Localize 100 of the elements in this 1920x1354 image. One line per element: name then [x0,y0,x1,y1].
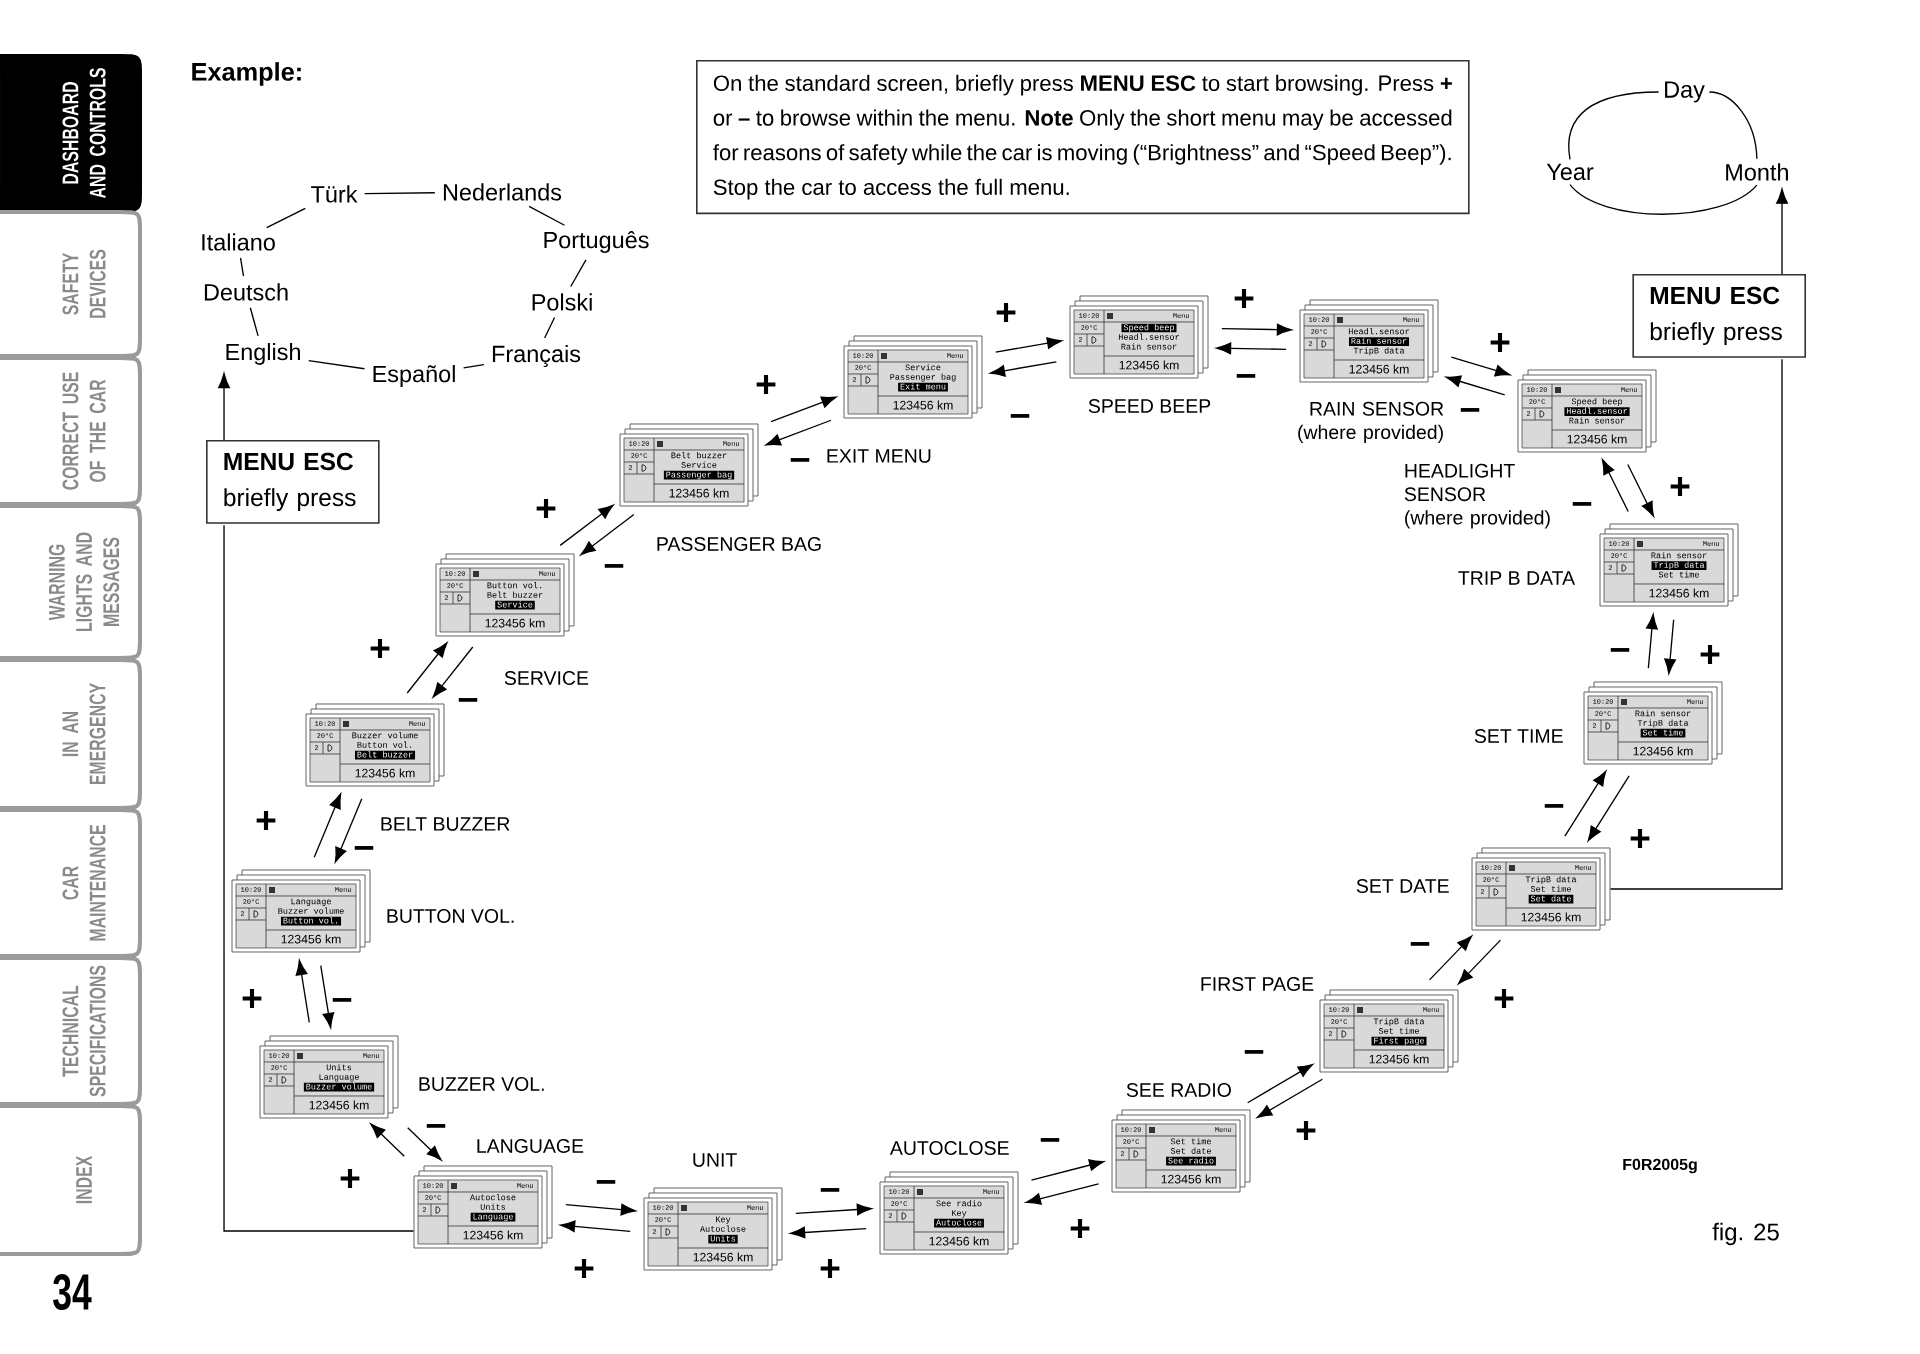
edge-label: + [370,639,390,658]
arrow [334,798,363,863]
arrow [1664,619,1676,675]
edge-label: – [354,846,374,850]
connector-line [544,316,556,339]
arrow [370,1123,405,1157]
edge-label: – [1572,502,1592,506]
date-field: Month [1726,163,1788,181]
arrow [320,965,335,1029]
screen-label: SET DATE [1356,879,1449,893]
section-tab: INDEX [0,1104,142,1256]
screen-label: FIRST PAGE [1201,977,1314,991]
language-option: Deutsch [204,283,288,301]
arrow [989,361,1057,377]
section-tab: CAR MAINTENANCE [0,808,142,958]
edge-label: + [820,1259,840,1278]
edge-label: – [426,1124,446,1128]
connector-line [1568,91,1660,160]
screen-label: SPEED BEEP [1088,399,1211,413]
screen-label: BUZZER VOL. [419,1077,544,1091]
date-field: Day [1665,81,1705,103]
language-option: Italiano [202,233,275,251]
edge-label: – [1244,1050,1264,1054]
language-option: English [226,343,300,365]
edge-label: + [1070,1219,1090,1238]
screen-label: TRIP B DATA [1458,571,1575,585]
edge-label: – [332,998,352,1002]
edge-label: – [1544,804,1564,808]
screen-label: PASSENGER BAG [657,537,821,551]
screen-label: EXIT MENU [827,449,931,463]
edge-label: – [596,1180,616,1184]
edge-label: – [1010,414,1030,418]
screen-label: SEE RADIO [1126,1083,1231,1097]
arrow [1216,342,1287,355]
edge-label: + [1494,989,1514,1008]
figure-caption: fig. 25 [1712,1222,1779,1246]
arrow [218,372,230,441]
screen-label: RAIN SENSOR (where provided) [1298,401,1444,443]
arrow [1221,323,1293,336]
edge-label: – [790,458,810,462]
arrow [580,513,635,556]
screen-label: AUTOCLOSE [889,1141,1009,1155]
section-tab: WARNING LIGHTS AND MESSAGES [0,504,142,660]
language-option: Português [544,231,649,253]
edge-label: + [1670,477,1690,496]
arrow [559,504,614,547]
arrow [432,646,474,698]
arrow [1646,613,1658,669]
screen-label: LANGUAGE [477,1139,584,1153]
arrow [1601,459,1629,513]
arrow [770,396,837,423]
edge-label: + [574,1259,594,1278]
screen-label: BELT BUZZER [381,817,510,831]
edge-label: – [458,698,478,702]
screen-label: BUTTON VOL. [387,909,514,923]
connector-line [308,359,366,370]
arrow [1428,935,1473,981]
arrow [406,642,448,694]
connector-line [364,192,436,195]
arrow [1246,1063,1314,1104]
connector-line [266,207,306,229]
arrow [795,1203,873,1216]
connector-line [462,363,485,369]
connector-line [1569,184,1758,215]
section-tab: DASHBOARD AND CONTROLS [0,54,142,212]
edge-label: – [1610,648,1630,652]
edge-label: + [1234,289,1254,308]
connector-line [239,257,245,277]
edge-label: + [1296,1121,1316,1140]
edge-label: + [340,1169,360,1188]
arrow [1564,770,1607,837]
edge-label: – [1410,942,1430,946]
instruction-box: MENU ESC briefly press [1632,274,1806,358]
arrow [995,337,1063,353]
language-option: Français [492,345,581,367]
edge-label: – [1460,408,1480,412]
edge-label: + [536,499,556,518]
edge-label: + [1630,829,1650,848]
arrow [1030,1159,1105,1181]
arrow [407,1127,442,1161]
connector-line [1609,358,1783,890]
arrow [1457,939,1502,985]
edge-label: + [996,303,1016,322]
connector-line [570,259,587,288]
arrow [790,1226,867,1239]
section-tab: SAFETY DEVICES [0,210,142,358]
edge-label: + [256,811,276,830]
section-tab: IN AN EMERGENCY [0,658,142,810]
screen-label: HEADLIGHT SENSOR (where provided) [1404,463,1550,529]
language-option: Türk [311,185,358,203]
note-box: On the standard screen, briefly press MENU ESC to start browsing. Press + or – to browse within the menu. Note Only the short menu may be accessed for reasons of safety while the car is moving (“Brightness” and “Speed Beep”). Stop the car to access the full menu. [696,60,1470,215]
arrow [1776,188,1788,275]
figure-code: F0R2005g [1623,1158,1697,1174]
arrow [1256,1078,1324,1118]
arrow [1025,1183,1100,1205]
edge-label: + [1700,645,1720,664]
edge-label: + [242,989,262,1008]
arrow [1587,775,1630,842]
arrow [1627,463,1655,517]
arrow [565,1203,637,1216]
